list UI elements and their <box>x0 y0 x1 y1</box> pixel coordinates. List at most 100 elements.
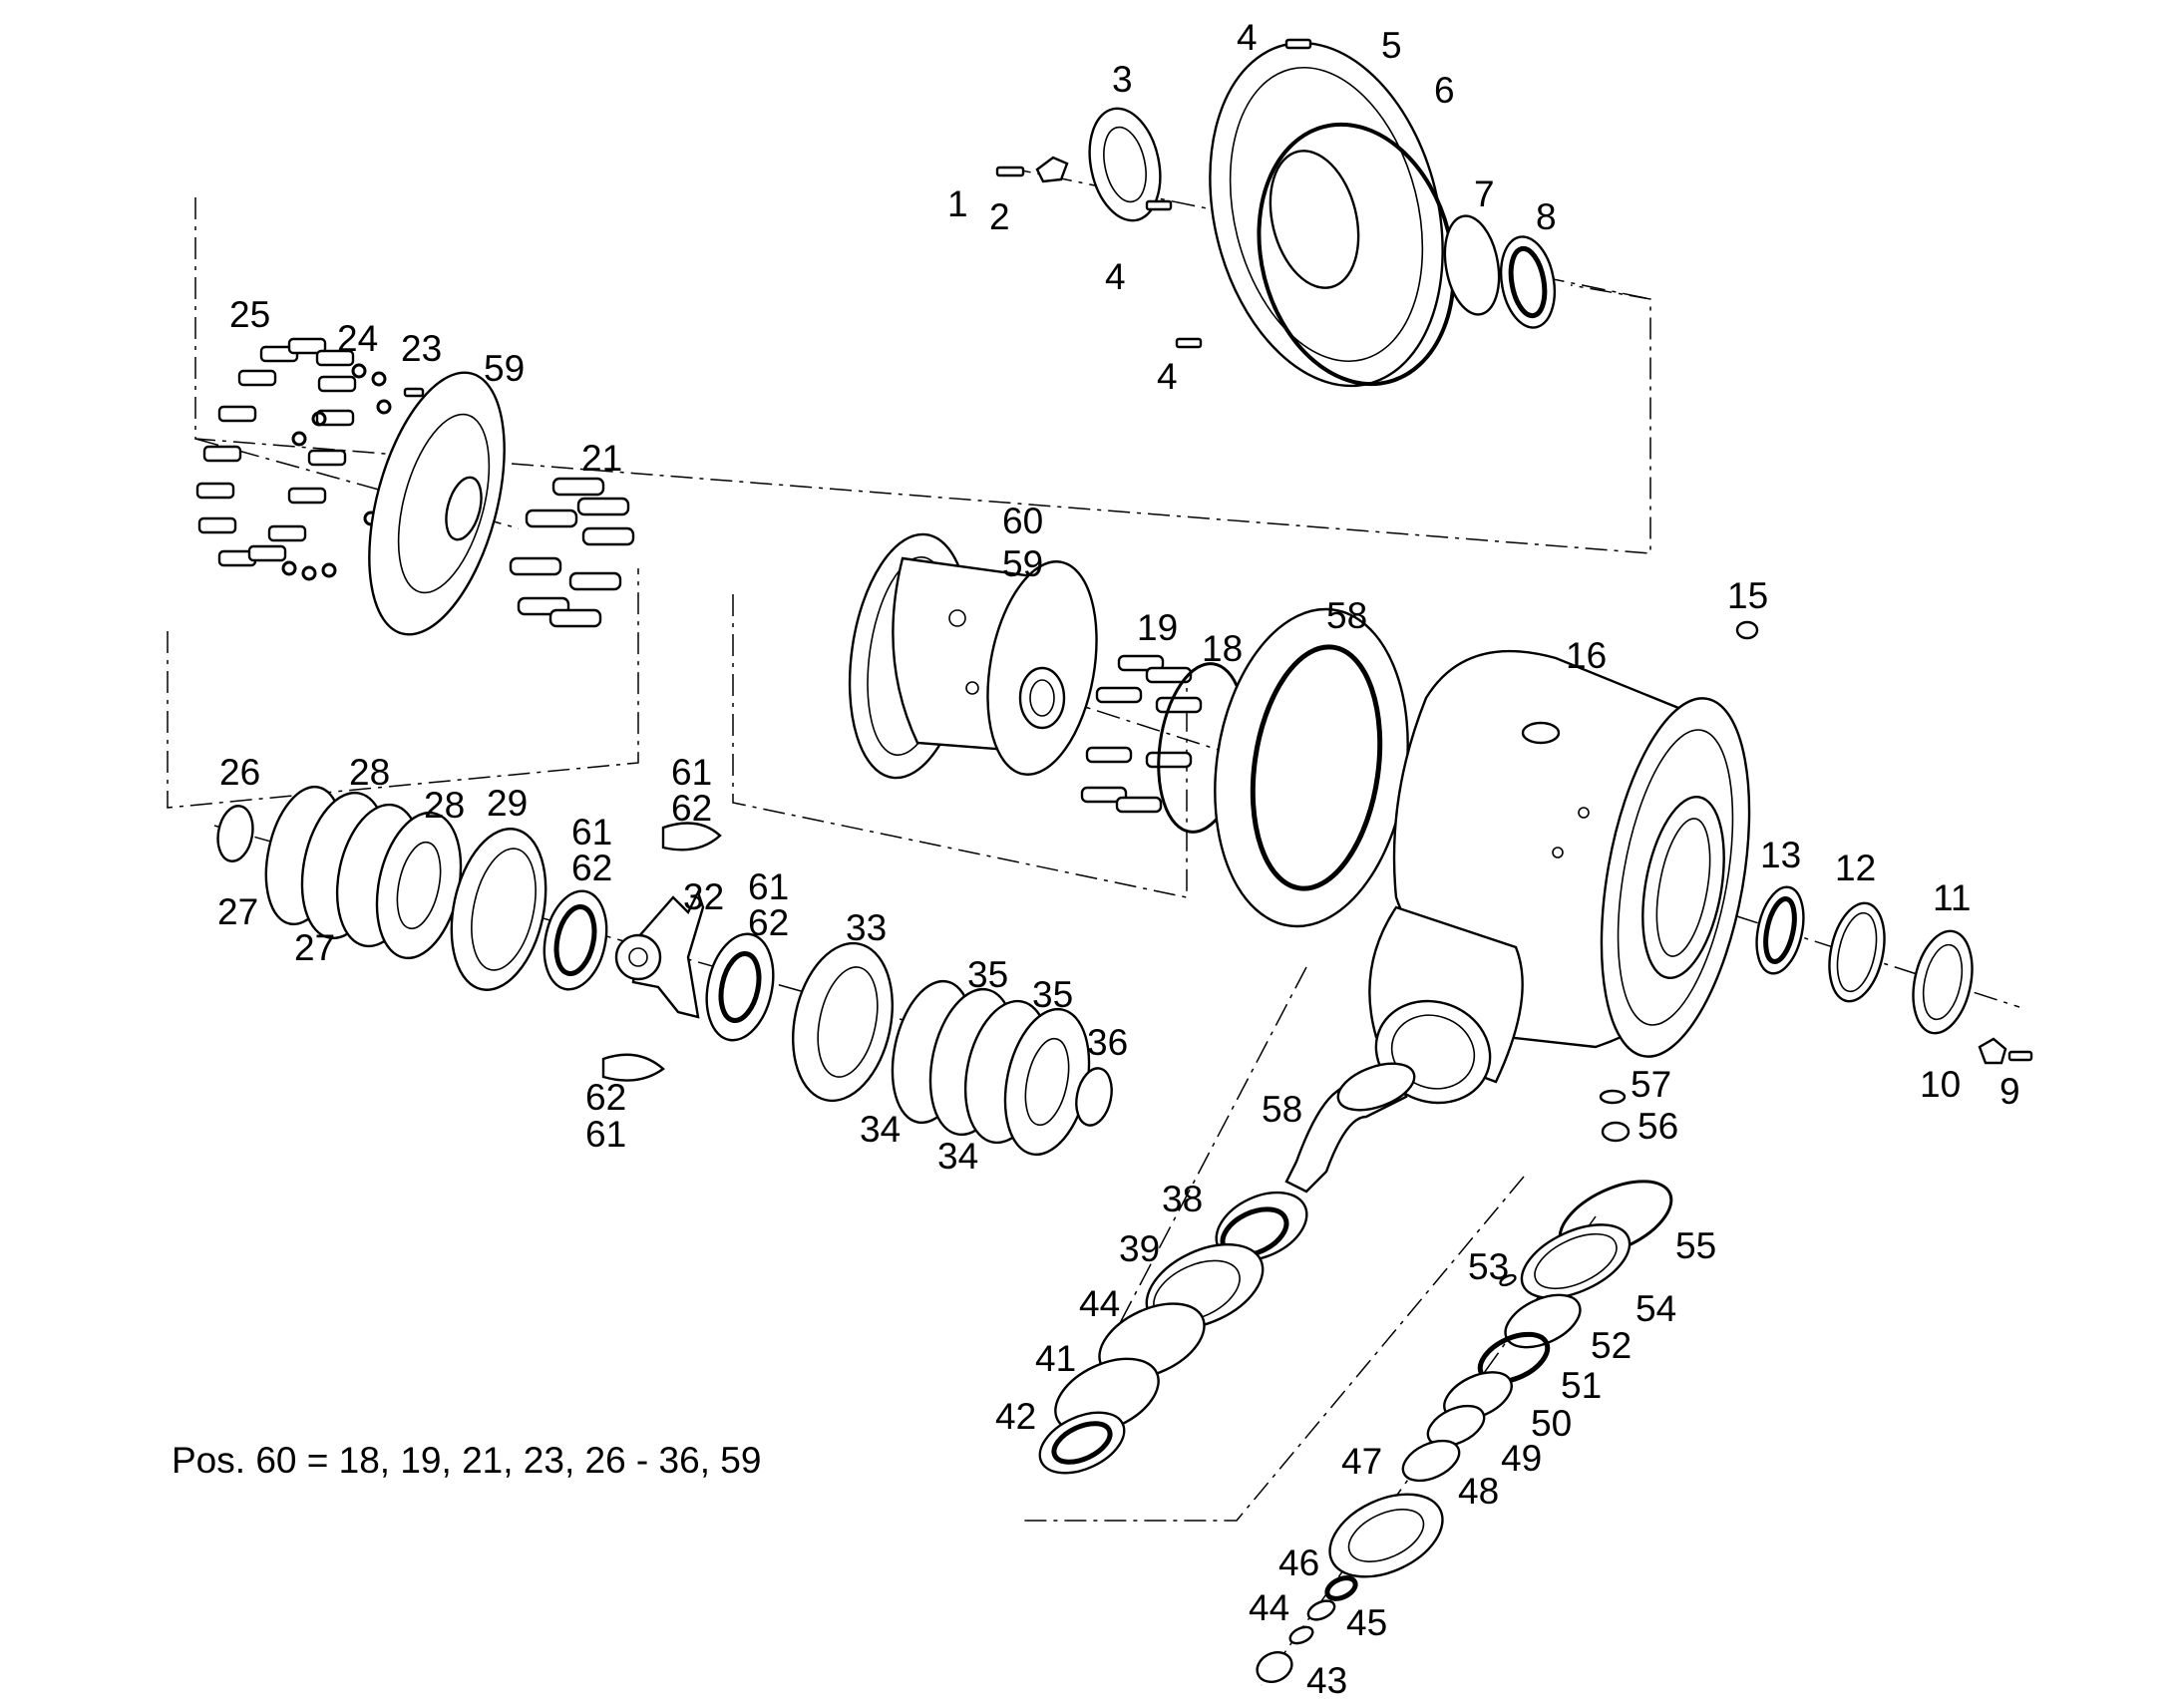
callout-27-a: 27 <box>217 891 258 932</box>
plug-part-56 <box>1601 1121 1631 1143</box>
callout-61-d: 61 <box>585 1114 626 1155</box>
callout-52: 52 <box>1591 1325 1632 1366</box>
callout-33: 33 <box>846 907 887 948</box>
callout-44-b: 44 <box>1249 1587 1289 1628</box>
callout-19: 19 <box>1137 607 1178 648</box>
callout-58-pinion: 58 <box>1262 1089 1302 1130</box>
callout-labels: 1 2 3 4 4 4 5 6 7 8 9 10 11 12 13 15 16 … <box>217 17 2020 1701</box>
ring-part-7 <box>1443 214 1501 316</box>
pins-part-21 <box>509 477 635 628</box>
callout-41: 41 <box>1035 1338 1076 1379</box>
callout-25: 25 <box>229 294 270 335</box>
ring-part-12 <box>1828 901 1886 1003</box>
plug-part-57 <box>1599 1089 1627 1105</box>
callout-61-b: 61 <box>571 812 612 853</box>
callout-50: 50 <box>1531 1403 1572 1444</box>
callout-46: 46 <box>1278 1542 1319 1583</box>
bevel-gear-part-62a <box>661 822 722 852</box>
callout-13: 13 <box>1760 835 1801 875</box>
callout-28-b: 28 <box>424 785 465 826</box>
callout-4-low: 4 <box>1157 356 1178 397</box>
callout-21: 21 <box>581 438 622 479</box>
callout-56: 56 <box>1637 1106 1678 1147</box>
pin-part-53 <box>1499 1273 1517 1287</box>
callout-4-mid: 4 <box>1105 256 1126 297</box>
output-flange-group <box>1256 1180 1673 1683</box>
washer-part-45 <box>1306 1599 1336 1621</box>
adjusting-nut-part-11 <box>1912 929 1974 1035</box>
frame-left <box>167 568 639 809</box>
washer-part-49 <box>1426 1404 1486 1448</box>
callout-62-a: 62 <box>671 788 712 829</box>
upper-cover-group <box>995 38 1557 388</box>
callout-36: 36 <box>1087 1022 1128 1063</box>
callout-1: 1 <box>947 183 968 224</box>
pressure-ring-part-33 <box>791 941 895 1103</box>
differential-housing-part-60 <box>848 532 1098 780</box>
callout-55: 55 <box>1675 1225 1716 1266</box>
shim-part-26 <box>216 805 254 862</box>
callout-27-b: 27 <box>294 927 335 968</box>
seal-part-42 <box>1038 1411 1126 1475</box>
callout-2: 2 <box>989 196 1010 237</box>
differential-internals <box>216 785 1113 1157</box>
callout-18: 18 <box>1202 628 1243 669</box>
bevel-gear-part-62b <box>601 1053 665 1082</box>
callout-44-a: 44 <box>1079 1283 1120 1324</box>
callout-5: 5 <box>1381 25 1402 66</box>
callout-4-top: 4 <box>1237 17 1258 58</box>
screw-part-1 <box>995 166 1025 177</box>
callout-61-a: 61 <box>671 752 712 793</box>
callout-39: 39 <box>1119 1228 1160 1269</box>
bolt-part-4a <box>1284 38 1312 50</box>
plug-part-15 <box>1735 620 1759 640</box>
callout-35-a: 35 <box>967 954 1008 995</box>
bolt-part-4b <box>1145 199 1173 211</box>
side-gear-part-61b <box>705 932 775 1042</box>
right-bearing-group <box>1599 620 2033 1143</box>
callout-54: 54 <box>1635 1288 1676 1329</box>
pinion-group <box>1038 1062 1416 1475</box>
callout-12: 12 <box>1835 848 1876 888</box>
callout-34-a: 34 <box>860 1109 901 1150</box>
frame-upper <box>194 197 1651 554</box>
cover-part-54 <box>1520 1223 1632 1299</box>
callout-26: 26 <box>219 752 260 793</box>
nut-part-43 <box>1256 1651 1293 1683</box>
callout-35-b: 35 <box>1032 974 1073 1015</box>
differential-cross-part-32 <box>631 888 705 1019</box>
callout-11: 11 <box>1933 877 1971 918</box>
callout-3: 3 <box>1112 59 1133 100</box>
callout-62-d: 62 <box>585 1077 626 1118</box>
frame-middle <box>732 594 1188 898</box>
callout-43: 43 <box>1306 1660 1347 1701</box>
axle-housing-part-16 <box>1368 649 1751 1105</box>
bolt-part-4c <box>1175 337 1203 349</box>
callout-28-a: 28 <box>349 752 390 793</box>
bushing-part-48 <box>1401 1439 1461 1483</box>
lock-plate-part-10 <box>1978 1037 2007 1065</box>
callout-59-lower: 59 <box>1002 543 1043 584</box>
assembly-note: Pos. 60 = 18, 19, 21, 23, 26 - 36, 59 <box>172 1440 761 1481</box>
callout-32: 32 <box>683 876 724 917</box>
callout-45: 45 <box>1346 1602 1387 1643</box>
callout-16: 16 <box>1566 635 1607 676</box>
callout-8: 8 <box>1536 196 1557 237</box>
assembly-frames <box>167 197 1651 1522</box>
callout-51: 51 <box>1561 1365 1602 1406</box>
callout-34-b: 34 <box>937 1136 978 1177</box>
callout-23: 23 <box>401 328 442 369</box>
shim-part-36 <box>1075 1067 1113 1127</box>
callout-57: 57 <box>1631 1064 1671 1105</box>
seal-part-13 <box>1755 885 1805 975</box>
callout-6: 6 <box>1434 70 1455 111</box>
callout-59-upper: 59 <box>484 348 525 389</box>
washer-part-44b <box>1288 1625 1314 1645</box>
bolt-pattern-group <box>195 337 506 636</box>
output-flange-part-47 <box>1328 1493 1444 1578</box>
callout-7: 7 <box>1474 173 1495 214</box>
callout-47: 47 <box>1341 1441 1382 1482</box>
callout-9: 9 <box>1999 1071 2020 1112</box>
callout-62-b: 62 <box>571 848 612 888</box>
